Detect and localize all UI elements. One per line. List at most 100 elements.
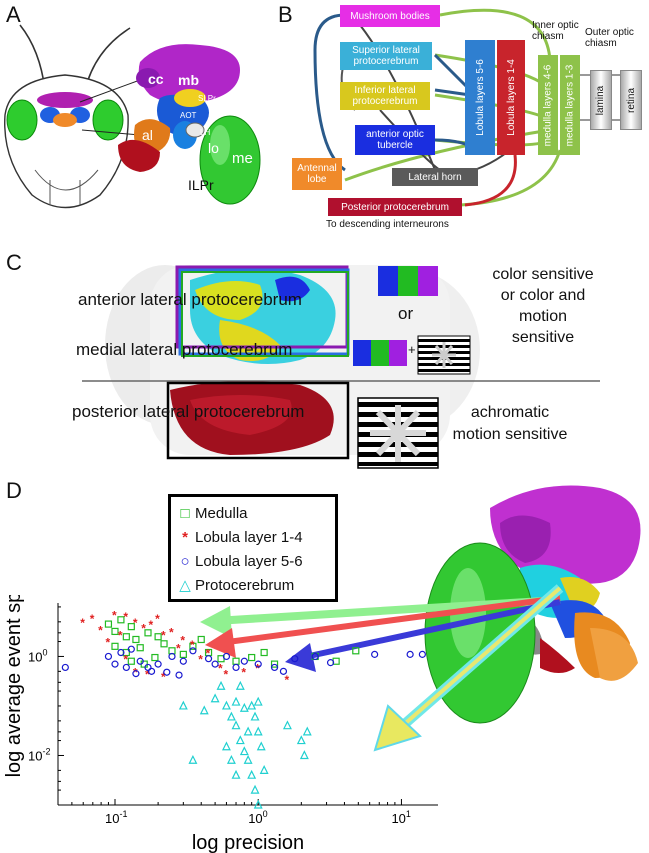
label-ilpr: ILPr	[188, 177, 214, 193]
point-lobula-14: *	[133, 616, 138, 630]
point-lobula-56	[122, 663, 130, 672]
point-protocerebrum	[210, 693, 220, 703]
point-protocerebrum	[231, 720, 241, 730]
point-medulla	[197, 635, 205, 644]
point-medulla	[352, 647, 360, 655]
point-lobula-56	[418, 650, 426, 658]
y-tick-label: 100	[28, 647, 47, 664]
legend-marker-lobula-56: ○	[180, 552, 190, 570]
legend-marker-protocerebrum: △	[179, 577, 191, 594]
label-me: me	[232, 150, 253, 167]
point-protocerebrum	[226, 754, 236, 764]
point-lobula-14: *	[141, 622, 146, 636]
point-medulla	[111, 642, 119, 650]
point-protocerebrum	[199, 705, 209, 715]
box-lobula-56: Lobula layers 5-6	[465, 40, 495, 155]
point-lobula-56	[163, 668, 171, 676]
point-protocerebrum	[178, 700, 188, 710]
point-medulla	[232, 657, 240, 665]
box-mushroom-bodies: Mushroom bodies	[340, 5, 440, 27]
box-lamina: lamina	[590, 70, 612, 130]
point-lobula-56	[117, 648, 125, 657]
point-lobula-56	[240, 657, 248, 665]
point-lobula-14: *	[190, 638, 195, 652]
point-lobula-14: *	[206, 647, 211, 661]
x-axis-label: log precision	[192, 832, 304, 853]
point-lobula-56	[144, 663, 152, 672]
point-lobula-56	[179, 657, 187, 665]
legend-item-lobula-14: * Lobula layer 1-4	[177, 525, 329, 549]
point-medulla	[154, 633, 162, 641]
point-protocerebrum	[221, 741, 231, 751]
point-lobula-14: *	[198, 653, 203, 667]
point-medulla	[117, 616, 125, 624]
point-lobula-56	[136, 657, 144, 665]
point-protocerebrum	[256, 741, 266, 751]
point-lobula-14: *	[161, 628, 166, 642]
label-inner-chiasm: Inner optic chiasm	[532, 20, 579, 42]
point-lobula-56	[111, 660, 119, 668]
point-lobula-56	[189, 647, 197, 655]
point-medulla	[111, 627, 119, 636]
legend-marker-lobula-14: *	[182, 528, 188, 546]
box-antennal-lobe: Antennal lobe	[292, 158, 342, 190]
point-lobula-56	[132, 670, 140, 678]
point-lobula-14: *	[161, 670, 166, 684]
point-protocerebrum	[188, 754, 198, 764]
label-color-sensitive: color sensitive or color and motion sens…	[492, 266, 594, 346]
box-posterior-protocerebrum: Posterior protocerebrum	[328, 198, 462, 216]
point-medulla	[122, 633, 130, 641]
point-lobula-14: *	[105, 636, 110, 650]
point-lobula-56	[168, 652, 176, 661]
point-lobula-56	[232, 663, 240, 672]
point-lobula-14: *	[80, 616, 85, 630]
x-tick-label: 100	[248, 809, 267, 826]
point-lobula-56	[127, 645, 135, 653]
legend-text-lobula-14: Lobula layer 1-4	[195, 528, 303, 546]
point-lobula-14: *	[218, 661, 223, 675]
label-descending: To descending interneurons	[326, 219, 449, 230]
panel-c-illustration	[82, 265, 600, 469]
point-protocerebrum	[250, 784, 260, 794]
point-protocerebrum	[239, 702, 249, 712]
label-al: al	[142, 127, 153, 143]
stripes-large	[357, 397, 439, 469]
panel-label-c: C	[6, 250, 22, 275]
point-lobula-56	[254, 660, 262, 668]
box-inferior-lateral: Inferior lateral protocerebrum	[340, 82, 430, 110]
point-protocerebrum	[282, 720, 292, 730]
label-posterior-lateral: posterior lateral protocerebrum	[72, 402, 305, 421]
panel-label-b: B	[278, 2, 293, 27]
point-lobula-56	[291, 655, 299, 663]
box-superior-lateral: Superior lateral protocerebrum	[340, 42, 432, 70]
point-protocerebrum	[239, 746, 249, 756]
point-protocerebrum	[247, 700, 257, 710]
point-lobula-56	[104, 652, 113, 661]
point-lobula-56	[311, 652, 319, 661]
point-medulla	[136, 644, 144, 652]
label-plus: +	[408, 342, 416, 357]
label-outer-chiasm: Outer optic chiasm	[585, 27, 634, 49]
point-lobula-56	[406, 650, 414, 658]
point-lobula-56	[61, 663, 69, 672]
label-anterior-lateral: anterior lateral protocerebrum	[78, 290, 302, 309]
legend-marker-medulla: □	[180, 504, 190, 522]
point-lobula-56	[154, 660, 162, 668]
point-lobula-14: *	[255, 661, 260, 675]
point-medulla	[248, 653, 256, 662]
point-protocerebrum	[243, 726, 253, 736]
point-lobula-56	[175, 671, 183, 679]
point-medulla	[144, 629, 152, 637]
box-lobula-14: Lobula layers 1-4	[497, 40, 525, 155]
point-medulla	[132, 635, 140, 644]
point-protocerebrum	[235, 680, 245, 690]
x-tick-label: 101	[391, 809, 410, 826]
point-lobula-56	[147, 667, 156, 675]
point-lobula-14: *	[118, 628, 123, 642]
label-cc: cc	[148, 71, 164, 87]
box-retina: retina	[620, 70, 642, 130]
point-lobula-14: *	[180, 633, 185, 647]
point-lobula-56	[270, 663, 279, 672]
legend-text-lobula-56: Lobula layer 5-6	[195, 552, 303, 570]
